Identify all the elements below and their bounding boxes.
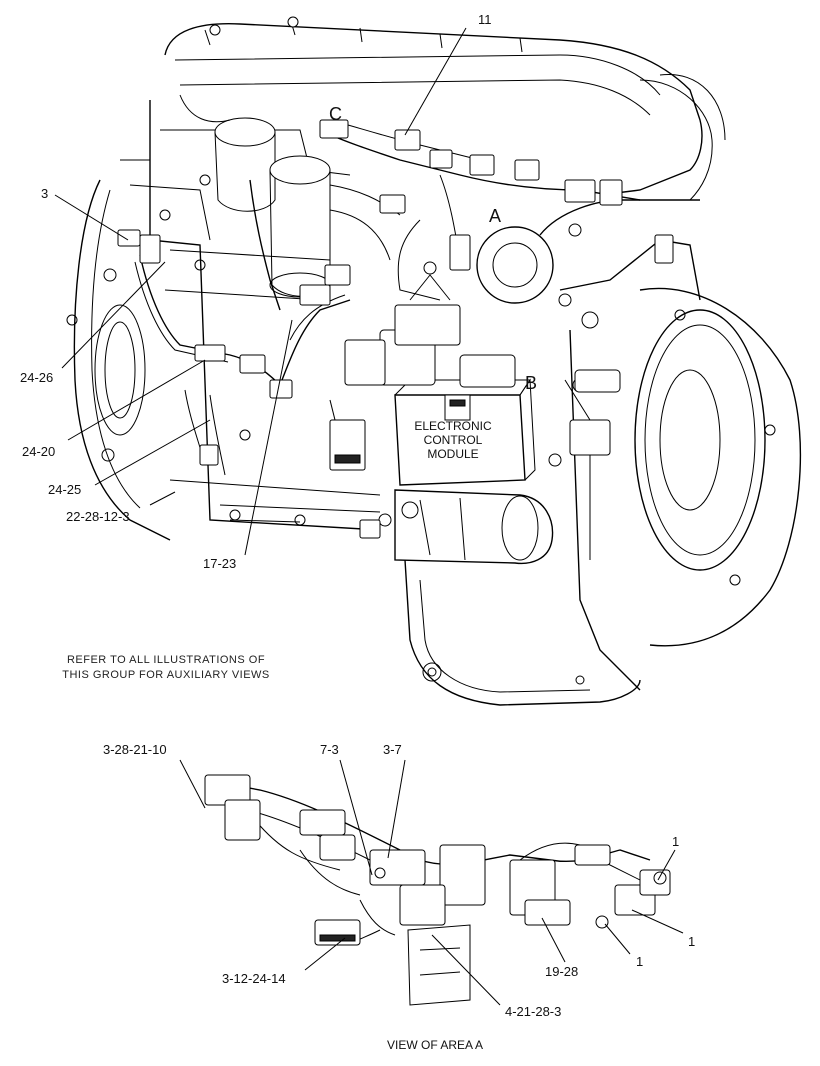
label-3: 3 [41, 186, 48, 201]
label-11: 11 [478, 12, 492, 27]
label-19-28: 19-28 [545, 964, 578, 979]
label-1-bottom: 1 [636, 954, 643, 969]
label-3-7: 3-7 [383, 742, 402, 757]
label-7-3: 7-3 [320, 742, 339, 757]
electronic-control-module [344, 274, 536, 486]
label-1-right: 1 [688, 934, 695, 949]
area-a-harness-detail [204, 774, 671, 1006]
label-4-21-28-3: 4-21-28-3 [505, 1004, 561, 1019]
callout-a: A [489, 206, 501, 226]
callout-c: C [329, 104, 342, 124]
label-22-28-12-3: 22-28-12-3 [66, 509, 130, 524]
leader-lines [54, 27, 684, 1006]
ecm-label-line2: CONTROL [424, 433, 483, 447]
callout-b: B [525, 373, 537, 393]
label-3-12-24-14: 3-12-24-14 [222, 971, 286, 986]
label-17-23: 17-23 [203, 556, 236, 571]
auxiliary-views-note-line2: THIS GROUP FOR AUXILIARY VIEWS [62, 669, 270, 681]
view-caption: VIEW OF AREA A [387, 1038, 483, 1052]
ecm-label-line3: MODULE [427, 447, 478, 461]
auxiliary-views-note-line1: REFER TO ALL ILLUSTRATIONS OF [67, 654, 265, 666]
label-24-20: 24-20 [22, 444, 55, 459]
engine-wiring-harness [117, 119, 674, 539]
label-24-26: 24-26 [20, 370, 53, 385]
label-3-28-21-10: 3-28-21-10 [103, 742, 167, 757]
engine-illustration [66, 16, 802, 706]
label-1-top: 1 [672, 834, 679, 849]
ecm-label-line1: ELECTRONIC [414, 419, 492, 433]
label-24-25: 24-25 [48, 482, 81, 497]
